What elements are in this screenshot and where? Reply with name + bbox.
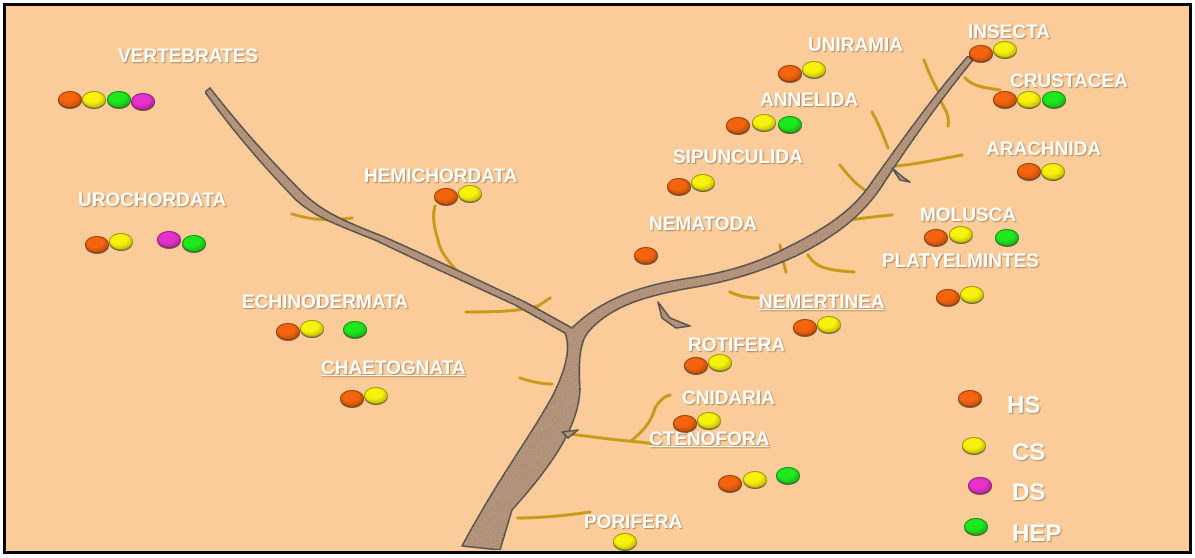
branch-nemertinea — [728, 290, 760, 300]
marker-urochordata-ds — [157, 231, 181, 248]
taxon-label-annelida: ANNELIDA — [760, 90, 859, 111]
marker-rotifera-cs — [708, 354, 732, 371]
marker-vertebrates-cs — [82, 91, 106, 108]
marker-hemichordata-hs — [434, 188, 458, 205]
branch-cnidaria — [630, 393, 672, 442]
marker-echinodermata-hs — [276, 323, 300, 340]
marker-uniramia-cs — [802, 61, 826, 78]
marker-echinodermata-cs — [300, 320, 324, 337]
branch-annelida — [870, 110, 890, 150]
marker-ctenofora-cs — [743, 471, 767, 488]
branch-stub-arachnida — [891, 167, 911, 183]
legend-label-hs: HS — [1007, 392, 1041, 419]
marker-hemichordata-cs — [458, 185, 482, 202]
slide-frame — [3, 3, 1192, 554]
marker-urochordata-cs — [109, 233, 133, 250]
marker-platyelmintes-hs — [936, 289, 960, 306]
taxon-label-rotifera: ROTIFERA — [688, 335, 786, 356]
legend-swatch-cs — [962, 437, 986, 454]
marker-molusca-hep — [995, 229, 1019, 246]
marker-annelida-hs — [726, 117, 750, 134]
taxon-label-nemertinea: NEMERTINEA — [759, 292, 885, 313]
taxon-label-uniramia: UNIRAMIA — [808, 35, 903, 56]
legend-swatch-hs — [958, 390, 982, 407]
marker-arachnida-hs — [1017, 163, 1041, 180]
legend-swatch-ds — [968, 477, 992, 494]
marker-sipunculida-cs — [691, 174, 715, 191]
marker-ctenofora-hep — [776, 467, 800, 484]
taxon-label-porifera: PORIFERA — [584, 512, 683, 533]
marker-urochordata-hep — [182, 235, 206, 252]
taxon-label-platyelmintes: PLATYELMINTES — [882, 251, 1039, 272]
branch-sipunculida — [838, 163, 867, 192]
taxon-label-ctenofora: CTENOFORA — [649, 429, 770, 450]
marker-chaetognata-hs — [340, 390, 364, 407]
marker-chaetognata-cs — [364, 387, 388, 404]
marker-annelida-hep — [778, 116, 802, 133]
taxon-label-hemichordata: HEMICHORDATA — [364, 166, 518, 187]
marker-molusca-hs — [924, 229, 948, 246]
legend-label-hep: HEP — [1012, 520, 1062, 547]
taxon-label-vertebrates: VERTEBRATES — [118, 46, 259, 67]
marker-porifera-cs — [613, 533, 637, 550]
marker-nemertinea-hs — [793, 319, 817, 336]
branch-crustacea — [963, 76, 1002, 92]
taxon-label-crustacea: CRUSTACEA — [1010, 71, 1128, 92]
marker-ctenofora-hs — [718, 475, 742, 492]
taxon-label-insecta: INSECTA — [968, 22, 1050, 43]
taxon-label-cnidaria: CNIDARIA — [682, 388, 775, 409]
marker-cnidaria-cs — [697, 412, 721, 429]
branch-arachnida — [894, 153, 964, 168]
marker-vertebrates-hep — [107, 91, 131, 108]
marker-echinodermata-hep — [343, 321, 367, 338]
marker-vertebrates-ds — [131, 93, 155, 110]
branch-platyelmintes — [806, 253, 856, 274]
marker-crustacea-cs — [1017, 91, 1041, 108]
trunk — [204, 55, 974, 551]
taxon-label-chaetognata: CHAETOGNATA — [321, 358, 466, 379]
marker-platyelmintes-cs — [960, 286, 984, 303]
marker-cnidaria-hs — [673, 415, 697, 432]
taxon-label-urochordata: UROCHORDATA — [78, 190, 227, 211]
legend-label-ds: DS — [1012, 479, 1046, 506]
legend-label-cs: CS — [1012, 439, 1046, 466]
taxon-label-arachnida: ARACHNIDA — [986, 139, 1102, 160]
taxon-label-nematoda: NEMATODA — [649, 214, 758, 235]
branch-insecta-tip — [938, 98, 950, 128]
taxon-label-molusca: MOLUSCA — [920, 205, 1017, 226]
branch-chaetognata — [518, 376, 554, 386]
slide-background — [6, 6, 1189, 551]
marker-annelida-cs — [752, 114, 776, 131]
branch-ctenofora — [566, 432, 657, 446]
marker-crustacea-hep — [1042, 91, 1066, 108]
marker-uniramia-hs — [778, 65, 802, 82]
marker-insecta-hs — [969, 45, 993, 62]
marker-arachnida-cs — [1041, 163, 1065, 180]
marker-molusca-cs — [949, 226, 973, 243]
marker-nematoda-hs — [634, 247, 658, 264]
branch-porifera — [516, 510, 592, 520]
branch-hemichordata — [432, 204, 460, 274]
marker-urochordata-hs — [85, 236, 109, 253]
marker-crustacea-hs — [993, 91, 1017, 108]
legend-swatch-hep — [964, 518, 988, 535]
marker-nemertinea-cs — [817, 316, 841, 333]
marker-sipunculida-hs — [667, 178, 691, 195]
taxon-label-sipunculida: SIPUNCULIDA — [673, 147, 803, 168]
trunk-group — [204, 55, 974, 551]
marker-rotifera-hs — [684, 357, 708, 374]
marker-insecta-cs — [993, 41, 1017, 58]
branch-urochordata — [290, 212, 354, 222]
taxon-label-echinodermata: ECHINODERMATA — [242, 292, 409, 313]
branch-stub-rotifera — [657, 301, 691, 329]
branch-stub-cnidaria — [561, 429, 579, 439]
side-branches — [290, 58, 1002, 520]
marker-vertebrates-hs — [58, 91, 82, 108]
